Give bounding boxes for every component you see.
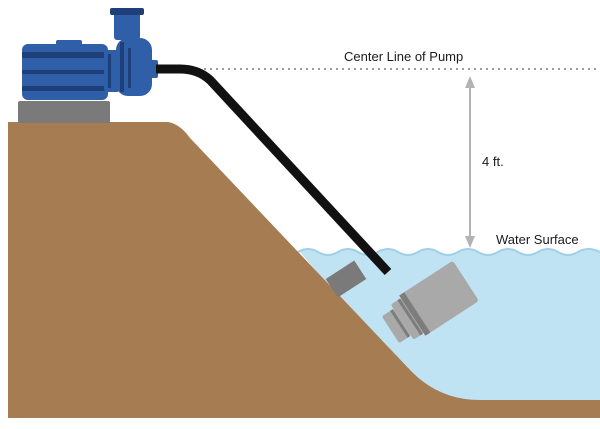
earth-embankment: [8, 122, 600, 418]
water-surface-line: [297, 248, 600, 256]
pump-icon: [22, 8, 158, 100]
pump-base-plate: [18, 101, 110, 123]
water-body: [300, 249, 600, 404]
suction-hose: [156, 64, 392, 276]
strainer-icon: [382, 261, 478, 343]
center-line-label: Center Line of Pump: [344, 49, 463, 64]
water-surface-label: Water Surface: [496, 232, 579, 247]
anchor-block: [325, 260, 367, 298]
height-dimension-arrow: [465, 76, 475, 248]
height-label: 4 ft.: [482, 154, 504, 169]
